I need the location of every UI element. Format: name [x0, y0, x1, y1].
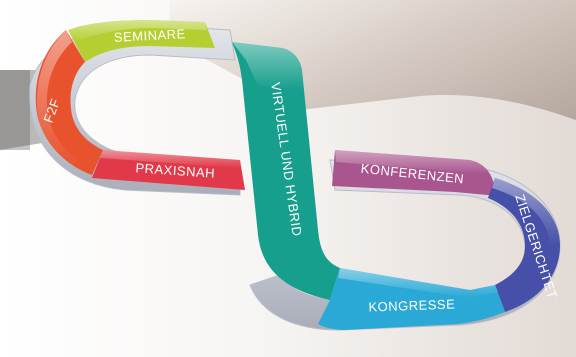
- segment-f2f: F2F: [35, 30, 103, 175]
- segment-kongresse: KONGRESSE: [318, 268, 505, 330]
- segment-praxisnah-label: PRAXISNAH: [135, 160, 215, 181]
- segment-kongresse-label: KONGRESSE: [368, 296, 455, 314]
- segment-konferenzen: KONFERENZEN: [332, 150, 498, 196]
- segment-seminare-label: SEMINARE: [113, 26, 186, 45]
- segment-virtuell-und-hybrid: VIRTUELL UND HYBRID: [232, 42, 340, 300]
- segment-zielgerichtet: ZIELGERICHTET: [488, 178, 560, 312]
- segment-seminare: SEMINARE: [68, 20, 215, 62]
- segment-praxisnah: PRAXISNAH: [92, 150, 245, 190]
